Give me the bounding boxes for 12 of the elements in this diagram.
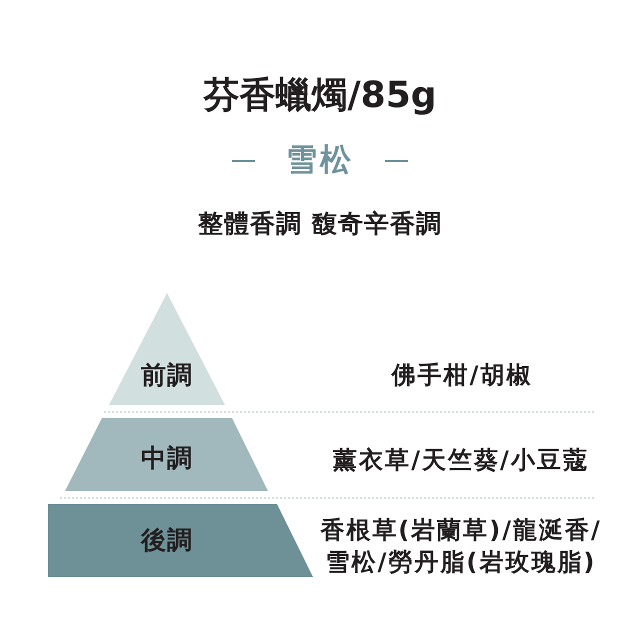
- subtitle: 雪松: [286, 142, 354, 179]
- title: 芬香蠟燭/85g: [204, 74, 436, 118]
- ingredient-text: 佛手柑/胡椒: [390, 360, 534, 391]
- pyramid-middle-tier: [65, 418, 268, 491]
- pyramid-base-tier: [48, 504, 313, 577]
- scent-family-text: 整體香調 馥奇辛香調: [198, 208, 442, 239]
- tier-label: 前調: [141, 360, 193, 392]
- tier-label: 後調: [141, 524, 193, 556]
- pyramid-top-tier: [109, 293, 225, 405]
- ingredient-text: 香根草(岩蘭草)/龍涎香/雪松/勞丹脂(岩玫瑰脂): [319, 515, 603, 578]
- ingredient-text: 薰衣草/天竺葵/小豆蔻: [332, 445, 590, 476]
- tier-label: 中調: [141, 442, 193, 474]
